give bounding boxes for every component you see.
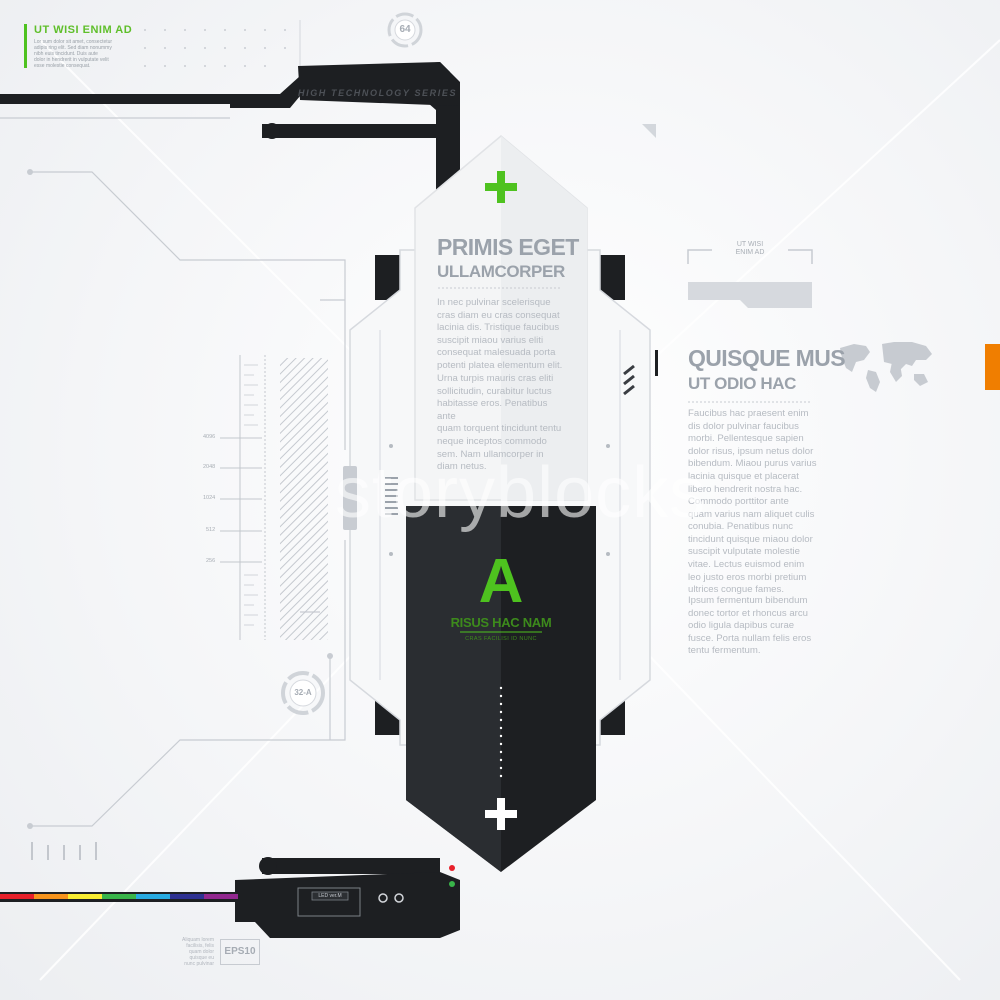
text-line: suscipit vulputate molestie [688,546,800,558]
device-label: LED ver.M [318,893,342,899]
note-line: quisque eu [189,955,214,961]
top-left-title: UT WISI ENIM AD [34,24,133,36]
scale-label: 1024 [203,495,216,501]
text-line: leo justo eros morbi pretium [688,571,807,583]
text-line: morbi. Pellentesque sapien [688,433,804,445]
scale-label: 2048 [203,464,216,470]
text-line: conubia. Penatibus nunc [688,521,794,533]
text-line: lacinia quisque et placerat [688,470,799,482]
right-paragraph-2: Commodo porttitor ante quam varius nam a… [688,496,823,597]
note-line: quam dolor [188,949,214,955]
plus-icon-green [485,171,517,203]
scale-label: 512 [206,527,216,533]
text-line: sem. Nam ullamcorper in [437,448,544,460]
right-box-label: UT WISI ENIM AD [720,241,780,257]
text-line: libero hendrerit nostra hac. [688,483,803,495]
text-line: consequat malesuada porta [437,347,556,359]
text-line: suscipit miaou varius eliti [437,334,544,346]
text-line: potenti platea elementum elit. [437,359,563,371]
label-line: UT WISI [736,241,764,248]
desc-line: esse molestie consequat. [34,63,91,69]
right-paragraph-3: Ipsum fermentum bibendum donec tortor et… [688,595,823,658]
text-line: vitae. Lectus euismod enim [688,558,805,570]
scale-label: 256 [206,558,216,564]
accent-bar [24,24,27,68]
text-line: sollicitudin, curabitur luctus [437,385,552,397]
lower-panel-label: RISUS HAC NAM [450,615,552,630]
note-line: Aliquam lorem [182,937,214,943]
scale-label: 4096 [203,434,216,440]
text-line: Ipsum fermentum bibendum [688,595,808,606]
text-line: tentu fermentum. [688,645,761,657]
text-line: In nec pulvinar scelerisque [437,297,551,308]
watermark: storyblocks [335,453,707,533]
bottom-note: Aliquam lorem facilisis, felis quam dolo… [170,937,214,967]
desc-line: Lor sum dolor sit amet, consectetur [34,39,113,45]
big-letter: A [478,547,524,616]
text-line: quam varius nam aliquet culis [688,508,815,520]
text-line: diam netus. [437,461,487,473]
desc-line: dolor in hendrerit in vulputate velit [34,57,109,63]
eps-badge: EPS10 [220,939,260,965]
text-line: Commodo porttitor ante [688,496,789,507]
right-paragraph-1: Faucibus hac praesent enim dis dolor pul… [688,408,823,496]
text-line: dolor risus, ipsum netus dolor [688,445,814,457]
text-line: dis dolor pulvinar faucibus [688,420,799,432]
left-badge-label: 32-A [294,688,312,697]
text-line: fusce. Porta nullam felis eros [688,632,812,644]
text-line: Faucibus hac praesent enim [688,408,809,419]
plus-icon-white [485,798,517,830]
center-paragraph-1: In nec pulvinar scelerisque cras diam eu… [437,297,567,373]
series-label: HIGH TECHNOLOGY SERIES [298,88,458,98]
text-line: Urna turpis mauris cras eliti [437,373,554,384]
center-title-line1: PRIMIS EGET [437,234,579,260]
right-title-line1: QUISQUE MUS [688,345,846,371]
center-title-line2: ULLAMCORPER [437,262,565,281]
desc-line: adipis ring elit. Sed diam nonummy [34,45,112,51]
top-left-description: Lor sum dolor sit amet, consectetur adip… [34,39,134,69]
right-title-line2: UT ODIO HAC [688,374,796,393]
text-line: cras diam eu cras consequat [437,309,560,321]
note-line: nunc pulvinar [184,961,214,967]
note-line: facilisis, felis [186,943,214,949]
desc-line: nibh euis tincidunt. Duis aute [34,51,98,57]
world-map-icon [840,342,932,392]
center-paragraph-2: Urna turpis mauris cras eliti sollicitud… [437,373,567,474]
text-line: quam torquent tincidunt tentu [437,423,562,435]
label-line: ENIM AD [735,249,765,256]
lower-panel-sublabel: CRAS FACILISI ID NUNC [465,636,537,642]
top-badge-label: 64 [399,24,411,35]
text-line: donec tortor et rhoncus arcu [688,607,808,619]
text-line: lacinia dis. Tristique faucibus [437,322,560,334]
text-line: bibendum. Miaou purus varius [688,458,817,470]
text-line: odio ligula dapibus curae [688,620,795,632]
text-line: neque inceptos commodo [437,435,547,447]
text-line: ultrices congue fames. [688,584,784,596]
text-line: habitasse eros. Penatibus ante [437,398,548,422]
text-line: tincidunt quisque miaou dolor [688,533,813,545]
